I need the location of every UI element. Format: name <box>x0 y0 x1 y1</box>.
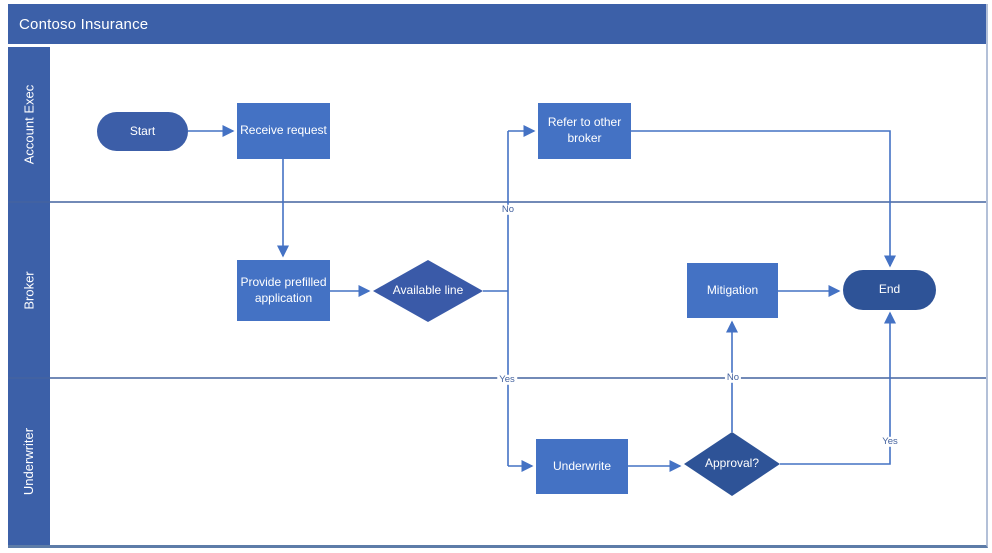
lane-underwriter: Underwriter <box>8 378 50 545</box>
edge-refer-end <box>631 130 896 268</box>
node-end-label: End <box>878 282 901 297</box>
node-available-line-label: Available line <box>392 283 464 298</box>
edge-label-available-line-no: No <box>499 203 517 216</box>
node-approval-label: Approval? <box>704 456 760 471</box>
edge-label-approval-no: No <box>724 371 742 384</box>
edge-approval-yes-end <box>780 311 896 465</box>
node-refer-to-other-broker[interactable]: Refer to other broker <box>538 103 631 159</box>
flowchart-canvas: Contoso Insurance Account Exec Broker Un… <box>8 4 988 548</box>
edge-label-approval-yes: Yes <box>880 435 900 448</box>
node-mitigation-label: Mitigation <box>706 282 759 297</box>
node-end[interactable]: End <box>843 270 936 310</box>
lane-account-exec: Account Exec <box>8 47 50 202</box>
node-underwrite[interactable]: Underwrite <box>536 439 628 494</box>
node-provide-prefilled-application[interactable]: Provide prefilled application <box>237 260 330 321</box>
edge-label-available-line-yes: Yes <box>497 373 517 386</box>
diagram-title-bar: Contoso Insurance <box>8 4 986 44</box>
node-receive-request[interactable]: Receive request <box>237 103 330 159</box>
diagram-title: Contoso Insurance <box>19 15 149 33</box>
node-provide-prefilled-application-label: Provide prefilled application <box>240 274 327 305</box>
connector-layer <box>8 125 986 472</box>
node-refer-to-other-broker-label: Refer to other broker <box>547 115 622 145</box>
node-receive-request-label: Receive request <box>240 123 327 138</box>
node-start[interactable]: Start <box>97 112 188 151</box>
lane-broker: Broker <box>8 202 50 378</box>
node-mitigation[interactable]: Mitigation <box>687 263 778 318</box>
node-underwrite-label: Underwrite <box>552 458 612 473</box>
node-start-label: Start <box>129 123 156 138</box>
